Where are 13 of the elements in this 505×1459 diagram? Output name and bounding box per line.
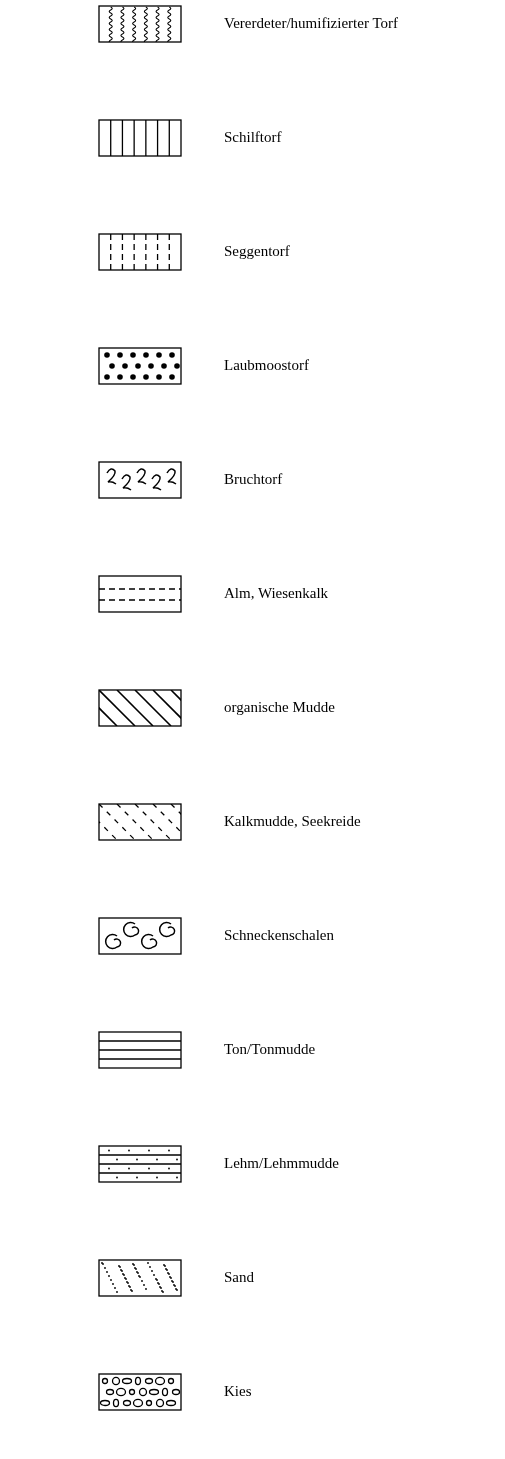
legend-label: organische Mudde [224,699,335,716]
legend-label: Lehm/Lehmmudde [224,1155,339,1172]
legend-label: Schilftorf [224,129,282,146]
legend-label: Seggentorf [224,243,290,260]
legend-label: Laubmoostorf [224,357,309,374]
legend-label: Kies [224,1383,252,1400]
legend-label: Kalkmudde, Seekreide [224,813,361,830]
legend-label: Ton/Tonmudde [224,1041,316,1058]
legend-label: Bruchtorf [224,471,283,488]
legend-label: Schneckenschalen [224,927,334,944]
legend-label: Alm, Wiesenkalk [224,585,329,602]
legend-label: Sand [224,1269,254,1286]
legend-label: Vererdeter/humifizierter Torf [224,15,398,32]
